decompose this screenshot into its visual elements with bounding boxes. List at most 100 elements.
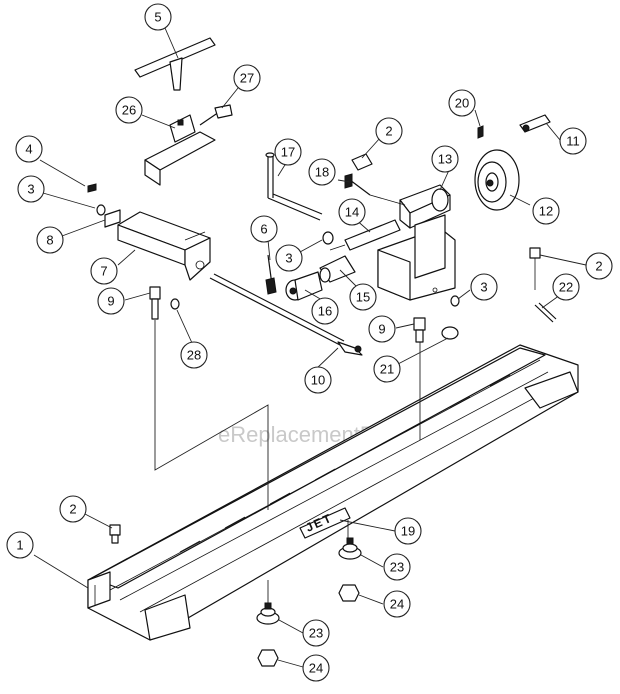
callout-13: 13 bbox=[431, 145, 459, 173]
callout-label: 3 bbox=[480, 280, 487, 295]
callout-24-upper: 24 bbox=[383, 590, 411, 618]
quill-sleeve bbox=[319, 255, 356, 283]
callout-label: 22 bbox=[559, 280, 573, 295]
callout-label: 23 bbox=[309, 626, 323, 641]
callout-label: 5 bbox=[154, 10, 161, 25]
callout-label: 10 bbox=[311, 373, 325, 388]
callout-label: 9 bbox=[378, 322, 385, 337]
tool-rest bbox=[134, 37, 216, 91]
callout-11: 11 bbox=[559, 127, 587, 155]
set-screw-20 bbox=[477, 125, 484, 139]
callout-23-upper: 23 bbox=[383, 553, 411, 581]
callout-label: 8 bbox=[46, 233, 53, 248]
lock-handle-18 bbox=[344, 173, 406, 206]
nut-lower bbox=[257, 649, 279, 667]
lathe-bed bbox=[87, 344, 579, 641]
callout-label: 26 bbox=[122, 103, 136, 118]
callout-8: 8 bbox=[36, 226, 64, 254]
washer-28 bbox=[170, 298, 180, 310]
callout-15: 15 bbox=[349, 283, 377, 311]
callout-27: 27 bbox=[233, 64, 261, 92]
callout-label: 24 bbox=[309, 661, 323, 676]
callout-9-right: 9 bbox=[368, 315, 396, 343]
callout-12: 12 bbox=[532, 197, 560, 225]
handle-11 bbox=[519, 114, 551, 133]
callout-26: 26 bbox=[115, 96, 143, 124]
washer-3-left bbox=[96, 204, 106, 216]
callout-label: 2 bbox=[385, 124, 392, 139]
callout-label: 1 bbox=[16, 538, 23, 553]
pin-2-bed bbox=[109, 524, 121, 544]
callout-17: 17 bbox=[274, 138, 302, 166]
bolt-9-right bbox=[413, 317, 426, 343]
callout-label: 9 bbox=[107, 294, 114, 309]
handle-6 bbox=[265, 254, 277, 295]
callout-10: 10 bbox=[304, 366, 332, 394]
washer-3-mid bbox=[322, 231, 334, 245]
live-center bbox=[285, 271, 323, 301]
callout-14: 14 bbox=[338, 198, 366, 226]
callout-2-bed: 2 bbox=[59, 495, 87, 523]
callout-3-mid: 3 bbox=[275, 244, 303, 272]
lock-handle-27 bbox=[199, 104, 233, 126]
tool-rest-base bbox=[144, 114, 216, 186]
callout-19: 19 bbox=[394, 517, 422, 545]
callout-label: 7 bbox=[100, 264, 107, 279]
callout-label: 4 bbox=[25, 142, 32, 157]
callout-label: 17 bbox=[281, 145, 295, 160]
callout-3-right: 3 bbox=[470, 273, 498, 301]
callout-9-left: 9 bbox=[97, 287, 125, 315]
leveling-foot-lower bbox=[256, 602, 280, 625]
callout-label: 12 bbox=[539, 204, 553, 219]
callout-21: 21 bbox=[373, 355, 401, 383]
callout-label: 2 bbox=[595, 259, 602, 274]
callout-23-lower: 23 bbox=[302, 619, 330, 647]
callout-label: 14 bbox=[345, 205, 359, 220]
clamp-plate bbox=[104, 209, 121, 228]
callout-label: 2 bbox=[69, 502, 76, 517]
callout-label: 20 bbox=[455, 96, 469, 111]
callout-6: 6 bbox=[250, 215, 278, 243]
callout-16: 16 bbox=[311, 297, 339, 325]
pin-2-right bbox=[529, 247, 541, 290]
callout-20: 20 bbox=[448, 89, 476, 117]
callout-label: 18 bbox=[315, 165, 329, 180]
callout-label: 21 bbox=[380, 362, 394, 377]
callout-label: 3 bbox=[285, 251, 292, 266]
callout-4: 4 bbox=[15, 135, 43, 163]
callout-3-left: 3 bbox=[17, 175, 45, 203]
callout-label: 27 bbox=[240, 71, 254, 86]
callout-label: 13 bbox=[438, 152, 452, 167]
washer-3-right bbox=[450, 295, 460, 307]
bolt-9-left bbox=[149, 286, 161, 320]
quill bbox=[329, 219, 401, 251]
callout-2-tailstock: 2 bbox=[375, 117, 403, 145]
nut-upper bbox=[338, 584, 360, 602]
set-screw-4 bbox=[87, 183, 97, 193]
callout-5: 5 bbox=[144, 3, 172, 31]
callout-label: 28 bbox=[187, 348, 201, 363]
callout-label: 16 bbox=[318, 304, 332, 319]
callout-label: 3 bbox=[27, 182, 34, 197]
callout-22: 22 bbox=[552, 273, 580, 301]
leveling-foot-upper bbox=[338, 537, 362, 560]
bushing-21 bbox=[441, 326, 459, 340]
pin-22 bbox=[534, 302, 557, 323]
callout-label: 23 bbox=[390, 560, 404, 575]
callout-label: 19 bbox=[401, 524, 415, 539]
lever-17 bbox=[265, 152, 323, 221]
callout-28: 28 bbox=[180, 341, 208, 369]
callout-label: 24 bbox=[390, 597, 404, 612]
callout-label: 6 bbox=[260, 222, 267, 237]
handwheel bbox=[474, 149, 520, 211]
callout-7: 7 bbox=[90, 257, 118, 285]
lock-rod bbox=[209, 273, 363, 356]
callout-2-right: 2 bbox=[585, 252, 613, 280]
pin-2-tailstock bbox=[351, 153, 373, 171]
callout-18: 18 bbox=[308, 158, 336, 186]
callout-1: 1 bbox=[6, 531, 34, 559]
tailstock bbox=[377, 184, 456, 301]
banjo bbox=[117, 211, 211, 281]
